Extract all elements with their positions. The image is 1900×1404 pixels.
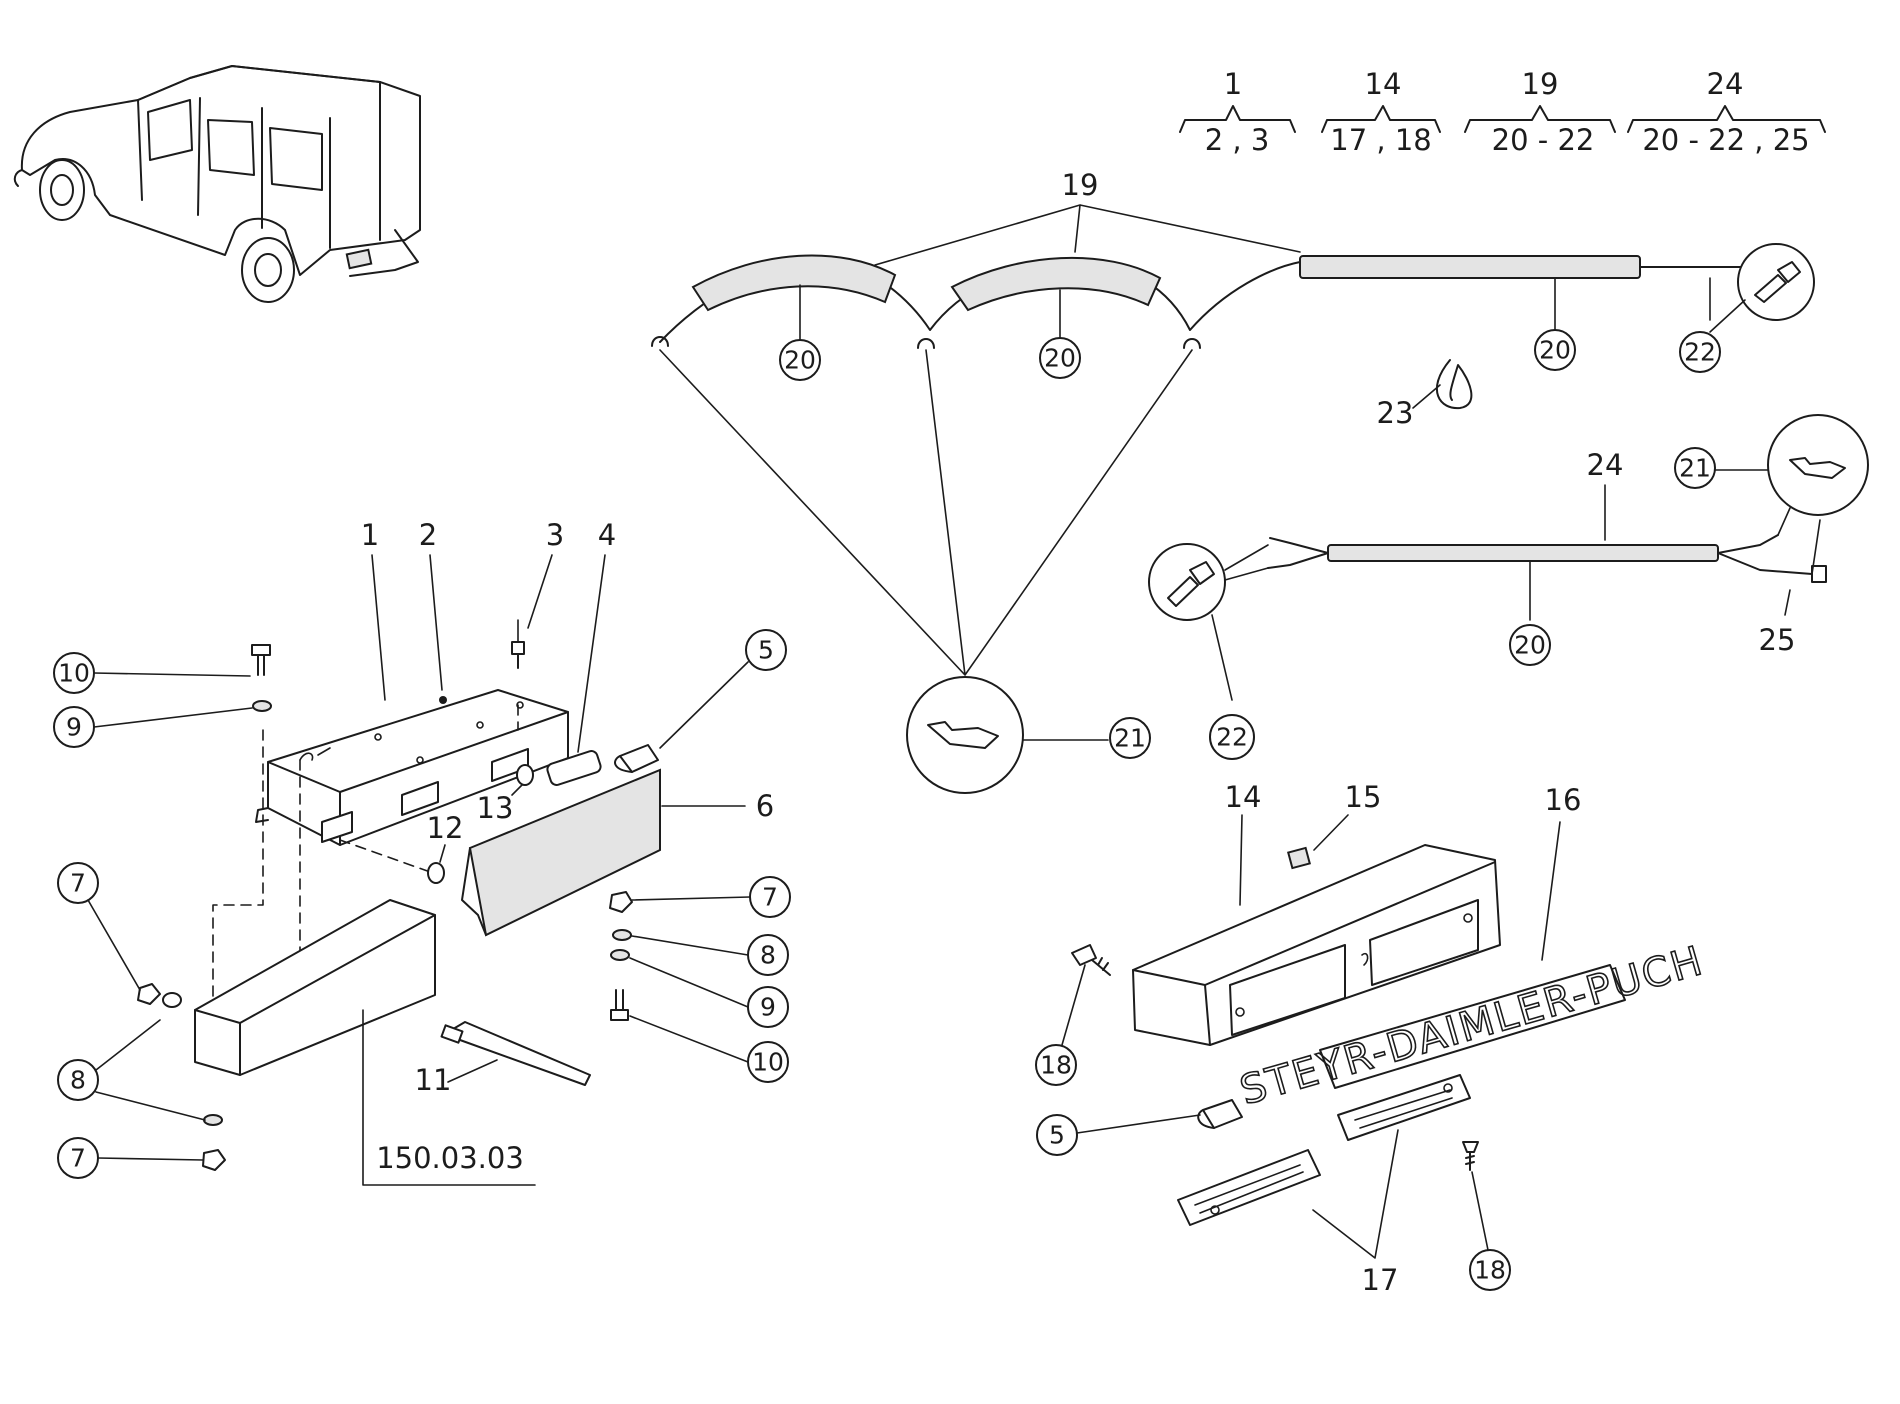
circle-9-right: 9	[760, 993, 776, 1022]
circle-21-right: 21	[1679, 454, 1711, 483]
label-2: 2	[419, 518, 437, 552]
label-19: 19	[1062, 168, 1099, 202]
circle-20-b: 20	[1044, 344, 1076, 373]
label-13: 13	[477, 791, 514, 825]
screws-18: 18 18	[1035, 944, 1511, 1291]
circle-7-left: 7	[70, 869, 86, 898]
group-2-bottom: 17 , 18	[1330, 123, 1431, 157]
group-3-bottom: 20 - 22	[1492, 123, 1595, 157]
circled-labels-left: 10 9 7 8 7	[53, 652, 253, 1179]
group-3-top: 19	[1522, 67, 1559, 101]
connector-detail-left	[1148, 543, 1269, 701]
label-12: 12	[427, 811, 464, 845]
circle-9-top: 9	[66, 713, 82, 742]
label-23: 23	[1377, 396, 1414, 430]
label-16: 16	[1545, 783, 1582, 817]
wiring-harness-24: 24 25	[1267, 448, 1827, 657]
label-24: 24	[1587, 448, 1624, 482]
hardware-lower-left	[137, 983, 226, 1171]
bulb-5-lower: 5	[1036, 1099, 1243, 1156]
circled-labels-middle: 5 7 8 9 10	[629, 629, 791, 1083]
circle-8-right: 8	[760, 941, 776, 970]
circled-labels-harness: 20 20 20 22 21 20 22 21	[779, 299, 1746, 760]
circle-10-right: 10	[752, 1048, 784, 1077]
group-brackets: 1 2 , 3 14 17 , 18 19 20 - 22 24 20 - 22…	[1179, 67, 1826, 157]
circle-20-c: 20	[1539, 336, 1571, 365]
connector-detail-top	[1737, 243, 1815, 321]
group-4-top: 24	[1707, 67, 1744, 101]
license-lamp-bracket	[194, 619, 661, 1076]
circle-10-top: 10	[58, 659, 90, 688]
circle-5-top: 5	[758, 636, 774, 665]
hardware-lower-right	[609, 891, 633, 1021]
label-11: 11	[415, 1063, 452, 1097]
circle-8-left: 8	[70, 1066, 86, 1095]
terminal-detail-center	[906, 676, 1109, 794]
group-1-top: 1	[1224, 67, 1242, 101]
lenses-17: 17	[1177, 1074, 1471, 1297]
circle-22-top: 22	[1684, 338, 1716, 367]
circle-5-bottom: 5	[1049, 1121, 1065, 1150]
circle-20-a: 20	[784, 346, 816, 375]
circle-7-bottom: 7	[70, 1144, 86, 1173]
cable-tie-11: 11	[415, 1021, 591, 1097]
label-4: 4	[598, 518, 616, 552]
group-2-top: 14	[1365, 67, 1402, 101]
label-6: 6	[756, 789, 774, 823]
label-17: 17	[1362, 1263, 1399, 1297]
group-1-bottom: 2 , 3	[1205, 123, 1270, 157]
label-14: 14	[1225, 780, 1262, 814]
vehicle-illustration	[13, 65, 421, 303]
label-3: 3	[546, 518, 564, 552]
circle-21-center: 21	[1114, 724, 1146, 753]
circle-7-right: 7	[762, 883, 778, 912]
circle-18-left: 18	[1040, 1051, 1072, 1080]
circle-18-right: 18	[1474, 1256, 1506, 1285]
label-1: 1	[361, 518, 379, 552]
ref-callout: 150.03.03	[362, 1009, 536, 1186]
terminal-detail-right	[1714, 414, 1869, 516]
wiring-harness-19: 19	[651, 168, 1748, 676]
wire-clip-23: 23	[1377, 359, 1473, 430]
ref-number: 150.03.03	[376, 1141, 524, 1175]
label-15: 15	[1345, 780, 1382, 814]
circle-22-left: 22	[1216, 723, 1248, 752]
lamp-housing-14: 14 15	[1132, 780, 1501, 1046]
bracket-labels: 1 2 3 4 6 12 13	[361, 518, 774, 863]
group-4-bottom: 20 - 22 , 25	[1642, 123, 1809, 157]
circle-20-d: 20	[1514, 631, 1546, 660]
label-25: 25	[1759, 623, 1796, 657]
